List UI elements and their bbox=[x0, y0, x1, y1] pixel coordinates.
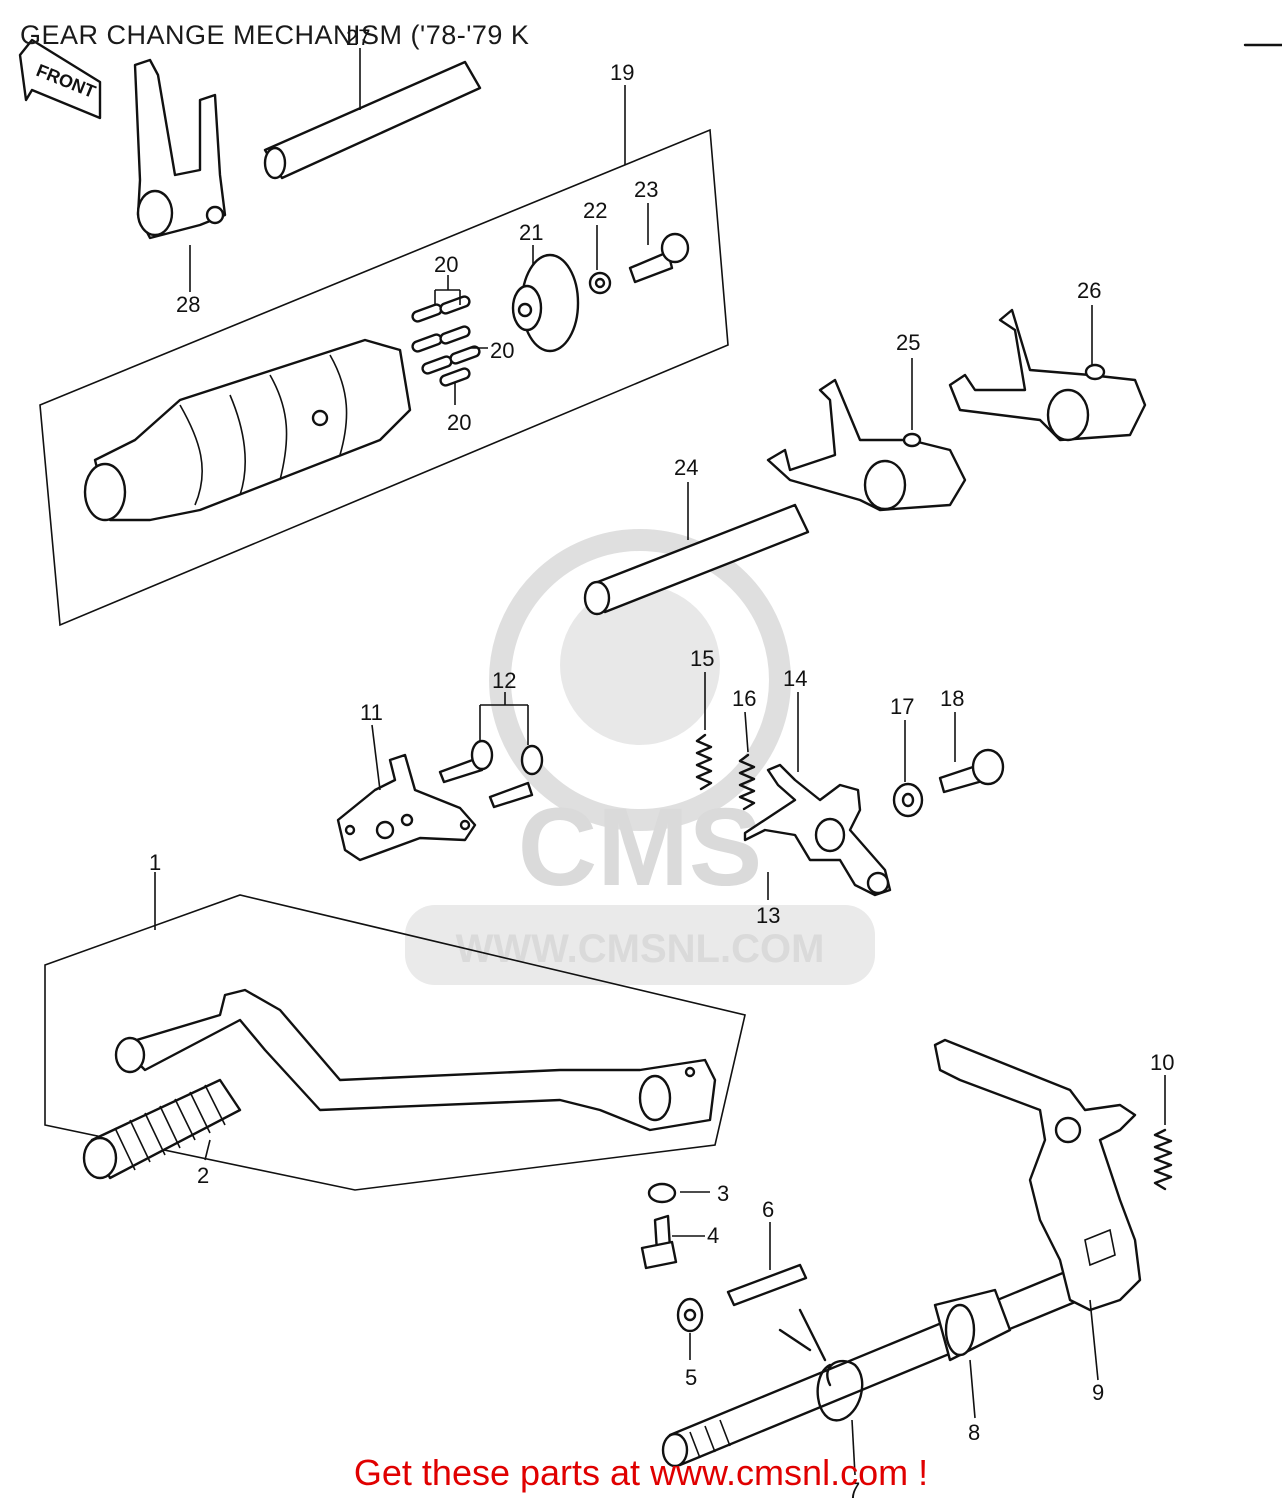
callout-13: 13 bbox=[756, 903, 780, 928]
callout-21: 21 bbox=[519, 220, 543, 245]
callout-2: 2 bbox=[197, 1163, 209, 1188]
shift-drum bbox=[83, 338, 412, 522]
callout-17: 17 bbox=[890, 694, 914, 719]
front-arrow-icon: FRONT bbox=[18, 38, 102, 120]
nut-5 bbox=[676, 1297, 704, 1333]
leader-lines bbox=[154, 48, 1166, 1476]
callout-labels: 1 2 3 4 5 6 7 8 9 10 11 12 13 14 15 16 1… bbox=[149, 25, 1174, 1500]
shift-fork-25 bbox=[766, 378, 967, 512]
callout-9: 9 bbox=[1092, 1380, 1104, 1405]
lock-washer-22 bbox=[588, 271, 612, 295]
callout-12: 12 bbox=[492, 668, 516, 693]
callout-22: 22 bbox=[583, 198, 607, 223]
shift-rod-24 bbox=[583, 503, 810, 616]
return-spring-7 bbox=[778, 1308, 864, 1422]
callout-23: 23 bbox=[634, 177, 658, 202]
callout-14: 14 bbox=[783, 666, 807, 691]
shift-fork-26 bbox=[948, 308, 1147, 442]
pin-plate-21 bbox=[511, 253, 580, 353]
watermark-logo: CMS bbox=[518, 786, 762, 909]
callout-8: 8 bbox=[968, 1420, 980, 1445]
diagram-title: GEAR CHANGE MECHANISM ('78-'79 K bbox=[20, 20, 530, 50]
assembly-frame-1 bbox=[44, 894, 746, 1191]
callout-20-bottom: 20 bbox=[447, 410, 471, 435]
footer-parts-link[interactable]: Get these parts at www.cmsnl.com ! bbox=[353, 1452, 929, 1493]
stud-6 bbox=[726, 1263, 808, 1307]
callout-5: 5 bbox=[685, 1365, 697, 1390]
pedal-rubber-2 bbox=[82, 1078, 242, 1180]
callout-20-top: 20 bbox=[434, 252, 458, 277]
spring-16 bbox=[738, 753, 756, 811]
assembly-frame-19 bbox=[39, 128, 729, 627]
shift-pedal bbox=[114, 988, 717, 1132]
callout-16: 16 bbox=[732, 686, 756, 711]
spring-15 bbox=[695, 733, 713, 791]
watermark-url: WWW.CMSNL.COM bbox=[456, 927, 825, 971]
callout-18: 18 bbox=[940, 686, 964, 711]
callout-3: 3 bbox=[717, 1181, 729, 1206]
drum-pins-20 bbox=[411, 295, 481, 387]
callout-26: 26 bbox=[1077, 278, 1101, 303]
screws-12 bbox=[438, 739, 544, 809]
arm-14 bbox=[743, 763, 892, 897]
callout-20-right: 20 bbox=[490, 338, 514, 363]
callout-19: 19 bbox=[610, 60, 634, 85]
washer-17 bbox=[892, 782, 924, 818]
shift-rod-27 bbox=[263, 60, 482, 180]
cms-watermark: CMS WWW.CMSNL.COM bbox=[405, 529, 875, 985]
shift-fork-28 bbox=[133, 58, 227, 240]
callout-6: 6 bbox=[762, 1197, 774, 1222]
bolt-18 bbox=[938, 748, 1005, 794]
callout-28: 28 bbox=[176, 292, 200, 317]
callout-25: 25 bbox=[896, 330, 920, 355]
callout-11: 11 bbox=[360, 700, 383, 725]
bolt-4 bbox=[640, 1214, 678, 1270]
plate-11 bbox=[336, 753, 477, 862]
shift-shaft bbox=[661, 1038, 1142, 1468]
callout-7: 7 bbox=[848, 1478, 860, 1500]
spring-10 bbox=[1153, 1128, 1173, 1191]
callout-24: 24 bbox=[674, 455, 698, 480]
callout-10: 10 bbox=[1150, 1050, 1174, 1075]
callout-27: 27 bbox=[346, 25, 370, 50]
callout-4: 4 bbox=[707, 1223, 719, 1248]
bolt-23 bbox=[628, 232, 690, 284]
washer-3 bbox=[647, 1182, 677, 1204]
callout-15: 15 bbox=[690, 646, 714, 671]
callout-1: 1 bbox=[149, 850, 161, 875]
